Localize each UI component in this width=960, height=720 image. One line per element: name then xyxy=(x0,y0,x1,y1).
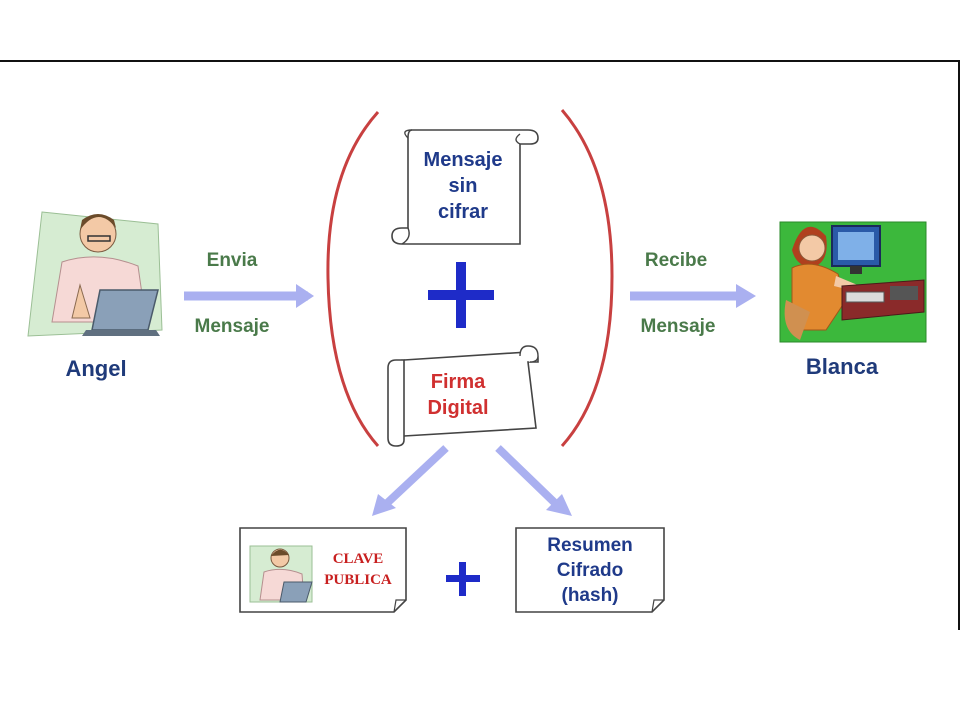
hash-line-2: Cifrado xyxy=(557,560,624,581)
receive-arrowhead xyxy=(736,284,756,308)
receive-arrow-top-label: Recibe xyxy=(645,250,707,271)
send-arrow-top-label: Envia xyxy=(207,250,258,271)
send-arrow-bottom-label: Mensaje xyxy=(195,316,270,337)
receiver-name: Blanca xyxy=(806,354,879,379)
sender-name: Angel xyxy=(65,356,126,381)
arrow-to-hash xyxy=(495,445,559,507)
public-key-line-2: PUBLICA xyxy=(324,572,392,588)
plus-icon-bottom xyxy=(446,562,480,596)
message-line-3: cifrar xyxy=(438,201,488,223)
arrow-to-public-key xyxy=(381,445,449,509)
send-arrowhead xyxy=(296,284,314,308)
arrowhead-public-key xyxy=(372,494,396,516)
signature-line-1: Firma xyxy=(431,371,486,393)
receiver-illustration xyxy=(779,221,927,343)
public-key-line-1: CLAVE xyxy=(333,551,384,567)
hash-card xyxy=(515,527,665,613)
left-bracket xyxy=(326,110,380,447)
message-line-1: Mensaje xyxy=(424,149,503,171)
right-bracket xyxy=(560,109,614,447)
message-scroll xyxy=(391,129,539,245)
plus-icon-center xyxy=(428,262,494,328)
signature-line-2: Digital xyxy=(427,397,488,419)
hash-line-1: Resumen xyxy=(547,535,633,556)
sender-illustration xyxy=(27,211,163,337)
receive-arrow-bottom-label: Mensaje xyxy=(641,316,716,337)
hash-line-3: (hash) xyxy=(562,585,619,606)
message-line-2: sin xyxy=(449,175,478,197)
signature-scroll xyxy=(387,345,539,447)
public-key-card xyxy=(239,527,407,613)
arrowhead-hash xyxy=(546,494,572,516)
